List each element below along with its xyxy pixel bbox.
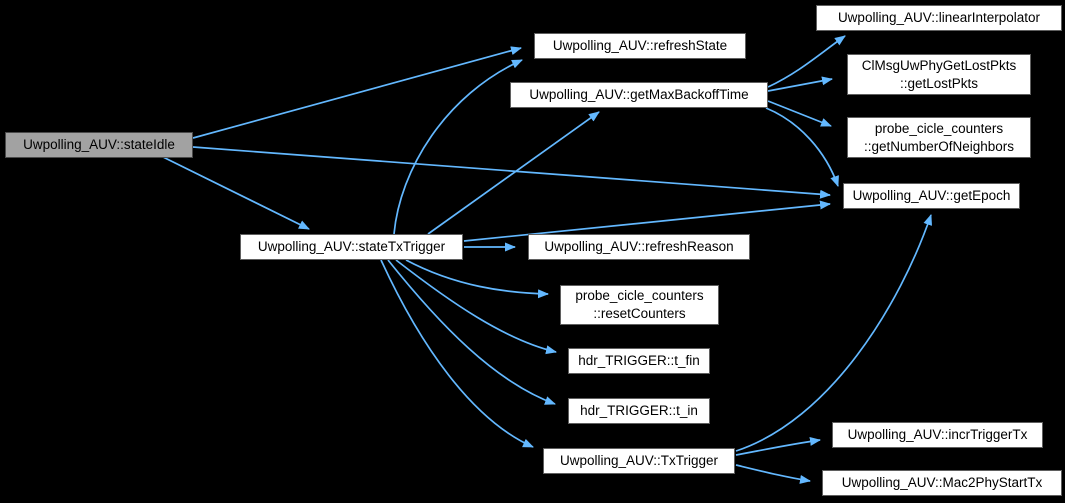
node-state-idle[interactable]: Uwpolling_AUV::stateIdle [5, 132, 193, 158]
edge-stateTxTrigger-t_fin [395, 259, 557, 355]
edge-TxTrigger-Mac2PhyStartTx [735, 464, 811, 484]
edge-getMaxBackoffTime-getLostPkts [767, 76, 833, 92]
edge-stateTxTrigger-t_in [387, 259, 556, 405]
edge-stateTxTrigger-getEpoch [463, 200, 831, 242]
node-get-lost-pkts[interactable]: ClMsgUwPhyGetLostPkts ::getLostPkts [847, 54, 1031, 95]
node-label: Uwpolling_AUV::incrTriggerTx [847, 427, 1028, 443]
node-label: Uwpolling_AUV::stateIdle [23, 137, 175, 153]
node-incr-trigger-tx[interactable]: Uwpolling_AUV::incrTriggerTx [832, 422, 1043, 448]
node-linear-interpolator[interactable]: Uwpolling_AUV::linearInterpolator [816, 5, 1062, 31]
edge-stateIdle-refreshState [192, 46, 522, 139]
node-label: hdr_TRIGGER::t_in [580, 403, 698, 419]
node-label-line2: ::getLostPkts [899, 75, 979, 91]
node-label: Uwpolling_AUV::stateTxTrigger [257, 239, 446, 255]
node-label: hdr_TRIGGER::t_fin [578, 353, 700, 369]
edge-stateTxTrigger-refreshState [393, 59, 523, 235]
node-tx-trigger[interactable]: Uwpolling_AUV::TxTrigger [543, 448, 735, 474]
edge-getMaxBackoffTime-getEpoch [765, 107, 839, 187]
node-reset-counters[interactable]: probe_cicle_counters ::resetCounters [560, 285, 719, 325]
node-label-line1: ClMsgUwPhyGetLostPkts [861, 57, 1017, 73]
node-label-line1: probe_cicle_counters [575, 288, 704, 304]
node-state-tx-trigger[interactable]: Uwpolling_AUV::stateTxTrigger [240, 234, 463, 260]
edge-getMaxBackoffTime-linearInterpolator [767, 35, 846, 88]
node-label: Uwpolling_AUV::Mac2PhyStartTx [841, 475, 1043, 491]
node-label-line1: probe_cicle_counters [874, 120, 1004, 136]
node-label: Uwpolling_AUV::getEpoch [852, 188, 1011, 204]
node-label: Uwpolling_AUV::refreshReason [544, 239, 734, 255]
edge-stateTxTrigger-getMaxBackoffTime [427, 111, 600, 235]
edge-TxTrigger-incrTriggerTx [735, 436, 821, 456]
node-t-in[interactable]: hdr_TRIGGER::t_in [568, 398, 710, 424]
edge-stateIdle-getEpoch [192, 146, 831, 199]
node-label-line2: ::getNumberOfNeighbors [863, 138, 1015, 154]
node-label: Uwpolling_AUV::refreshState [552, 38, 728, 54]
node-label: Uwpolling_AUV::TxTrigger [559, 453, 719, 469]
node-mac2phy-start-tx[interactable]: Uwpolling_AUV::Mac2PhyStartTx [822, 470, 1062, 496]
node-get-number-of-neighbors[interactable]: probe_cicle_counters ::getNumberOfNeighb… [847, 117, 1031, 158]
node-get-max-backoff-time[interactable]: Uwpolling_AUV::getMaxBackoffTime [510, 82, 768, 108]
node-label: Uwpolling_AUV::getMaxBackoffTime [529, 87, 749, 103]
edge-stateTxTrigger-resetCounters [405, 259, 549, 299]
node-label: Uwpolling_AUV::linearInterpolator [837, 10, 1041, 26]
node-label-line2: ::resetCounters [593, 306, 686, 321]
edge-stateTxTrigger-TxTrigger [380, 259, 534, 448]
node-refresh-reason[interactable]: Uwpolling_AUV::refreshReason [528, 234, 750, 260]
edge-stateIdle-stateTxTrigger [162, 156, 310, 230]
edge-TxTrigger-getEpoch [735, 214, 932, 452]
node-refresh-state[interactable]: Uwpolling_AUV::refreshState [534, 33, 746, 59]
node-get-epoch[interactable]: Uwpolling_AUV::getEpoch [843, 183, 1020, 209]
edge-getMaxBackoffTime-getNumberOfNeighbors [767, 100, 832, 127]
node-t-fin[interactable]: hdr_TRIGGER::t_fin [568, 348, 710, 374]
